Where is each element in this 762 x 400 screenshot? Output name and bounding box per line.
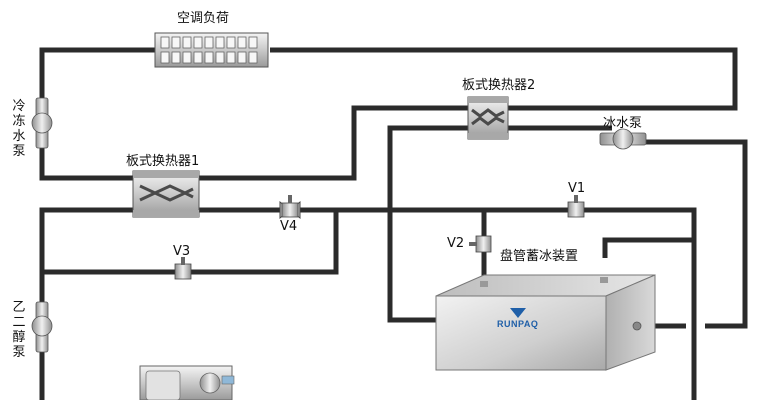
pipe-glycol-main	[39, 207, 135, 400]
valve-v4	[279, 195, 301, 220]
ice-water-pump	[599, 128, 647, 150]
runpaq-logo-icon	[510, 308, 526, 318]
coil-ice-storage-label: 盘管蓄冰装置	[500, 249, 579, 264]
ice-water-pump-label: 冰水泵	[603, 116, 643, 131]
tank-brand-label: RUNPAQ	[497, 319, 539, 329]
plate-hx-1-label: 板式换热器1	[126, 154, 200, 169]
plate-hx-2-label: 板式换热器2	[462, 78, 536, 93]
pipe-v3-bypass	[42, 210, 339, 275]
valve-v2	[469, 235, 492, 253]
coil-ice-storage-tank	[435, 274, 656, 371]
pipe-tank-top	[602, 237, 694, 258]
pipe-load-return	[270, 47, 738, 111]
pipe-v4-line	[198, 207, 697, 400]
valve-v2-label: V2	[447, 236, 465, 251]
valve-v3-label: V3	[173, 244, 191, 259]
pipe-ice-water-loop	[506, 125, 748, 329]
pipe-hx2-to-tank	[387, 125, 470, 323]
chilled-water-pump	[31, 97, 53, 149]
plate-heat-exchanger-1	[132, 170, 200, 218]
ac-load-label: 空调负荷	[177, 11, 230, 26]
valve-v1-label: V1	[568, 181, 586, 196]
pipe-hx1-to-hx2	[198, 105, 470, 181]
valve-v4-label: V4	[280, 219, 298, 234]
valve-v3	[174, 257, 192, 280]
glycol-pump	[31, 301, 53, 353]
plate-heat-exchanger-2	[467, 96, 509, 140]
chiller-unit	[139, 365, 235, 400]
ac-load-unit	[154, 32, 269, 68]
glycol-pump-label: 乙二醇泵	[12, 300, 26, 360]
chilled-water-pump-label: 冷冻水泵	[12, 99, 26, 159]
valve-v1	[567, 195, 585, 218]
